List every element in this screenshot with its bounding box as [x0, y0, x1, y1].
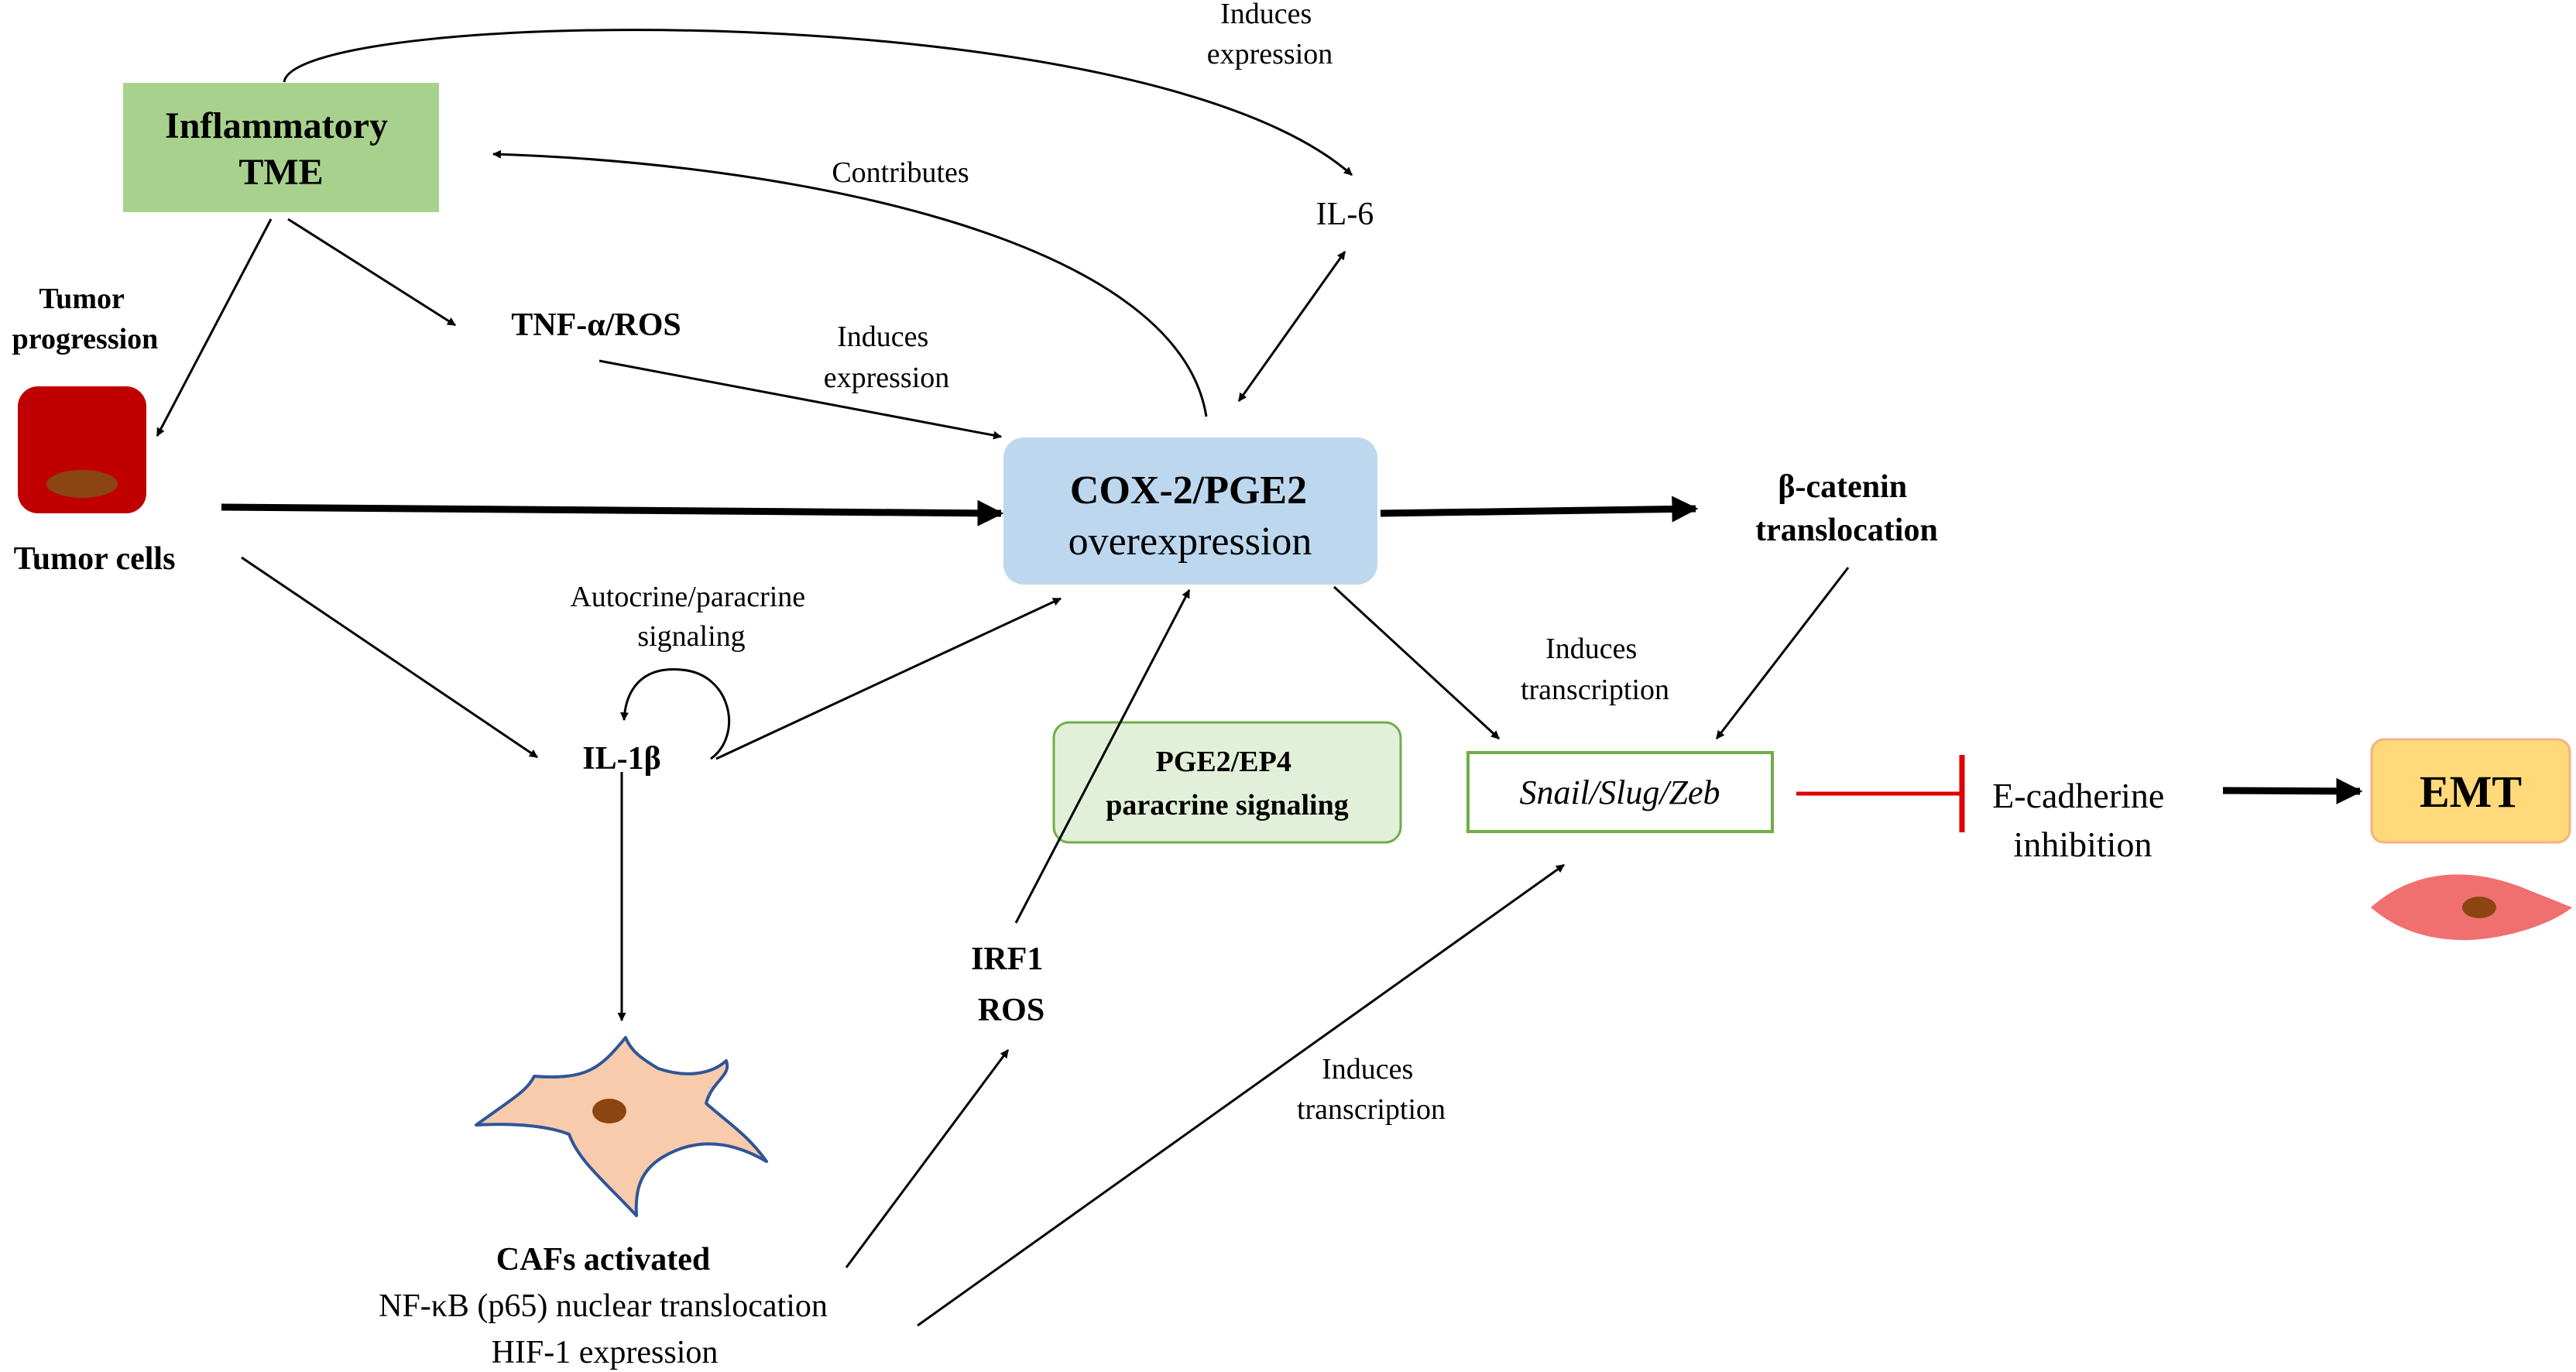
irf1-ros-label: IRF1 ROS	[971, 942, 1051, 1028]
arrow-betacatenin-to-snail	[1715, 567, 1850, 739]
pge2-ep4-label: PGE2/EP4 paracrine signaling	[1106, 746, 1349, 821]
inflammatory-tme-label: Inflammatory TME	[165, 105, 397, 193]
il6-label: IL-6	[1316, 197, 1374, 232]
pge2-ep4-box	[1054, 722, 1401, 842]
label-induces-transcription-right: Induces transcription	[1521, 633, 1669, 706]
emt-box-border	[2370, 738, 2571, 844]
pge2-ep4-box-border	[1052, 721, 1402, 844]
tumor-progression-label: Tumor progression	[12, 283, 159, 355]
arrow-tme-to-il6	[283, 29, 1353, 177]
inflammatory-tme-box	[123, 83, 439, 212]
arrow-cox2-to-betacatenin	[1380, 496, 1699, 523]
arrow-tumor-to-cox2	[221, 499, 1004, 527]
arrow-tumor-to-il1b	[241, 556, 538, 759]
label-induces-expression-top: Induces expression	[1207, 0, 1333, 70]
il1b-label: IL-1β	[582, 741, 660, 777]
arrow-il1b-self-loop	[620, 667, 730, 760]
arrow-cafs-to-snail	[917, 863, 1565, 1327]
tumor-cell-icon	[18, 386, 146, 513]
cafs-label: CAFs activated NF-κB (p65) nuclear trans…	[379, 1242, 831, 1370]
label-contributes: Contributes	[832, 156, 969, 189]
arrow-tme-to-tumor	[156, 218, 273, 437]
emt-label: EMT	[2420, 767, 2522, 817]
caf-fibroblast-icon	[475, 1036, 768, 1217]
beta-catenin-label: β-catenin translocation	[1755, 469, 1938, 548]
arrow-cafs-to-irf1	[845, 1049, 1010, 1268]
label-induces-transcription-bottom: Induces transcription	[1297, 1053, 1446, 1126]
cox2-label: COX-2/PGE2 overexpression	[1068, 468, 1312, 564]
tnf-ros-label: TNF-α/ROS	[511, 307, 681, 343]
arrow-tnf-to-cox2	[599, 359, 1003, 440]
ecadherin-label: E-cadherine inhibition	[1992, 776, 2173, 864]
label-autocrine-paracrine: Autocrine/paracrine signaling	[570, 581, 812, 653]
arrow-cox2-to-tme	[492, 149, 1208, 417]
arrow-cox2-to-snail	[1333, 585, 1501, 740]
emt-box	[2372, 739, 2570, 842]
snail-box	[1466, 751, 1774, 833]
arrow-il1b-to-cox2	[715, 597, 1062, 760]
arrow-il6-cox2-bidirectional	[1237, 251, 1346, 402]
label-induces-expression-mid: Induces expression	[824, 321, 950, 394]
snail-label: Snail/Slug/Zeb	[1519, 773, 1720, 811]
cox2-box	[1003, 437, 1377, 585]
tumor-cells-label: Tumor cells	[14, 541, 176, 577]
mesenchymal-cell-icon	[2371, 874, 2572, 941]
arrow-irf1-to-cox2	[1014, 589, 1191, 924]
arrow-tme-to-tnf	[287, 218, 456, 327]
